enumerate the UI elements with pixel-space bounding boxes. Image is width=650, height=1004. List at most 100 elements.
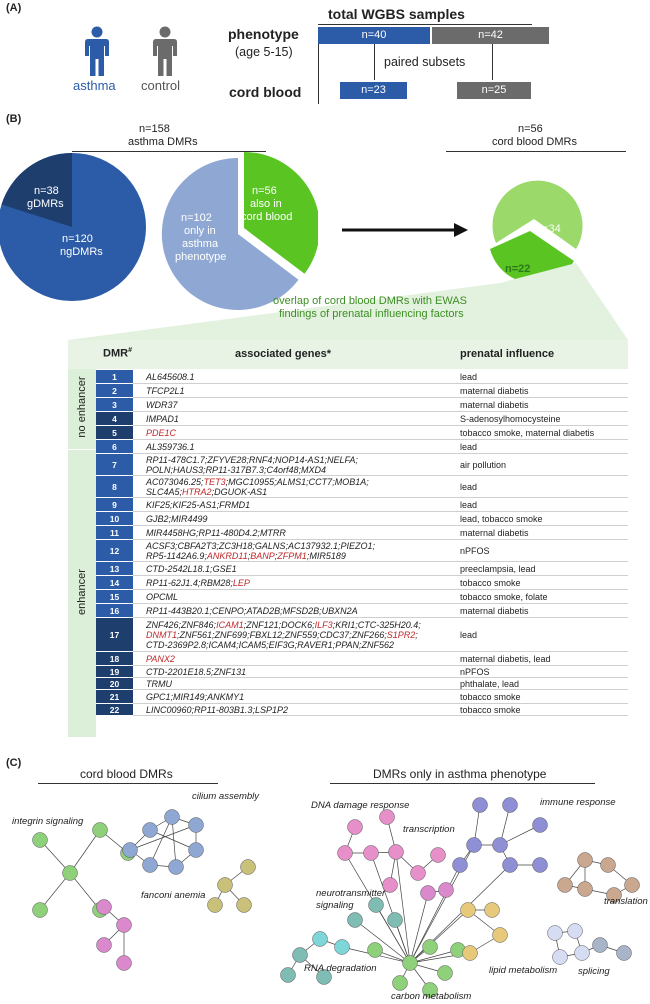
network-edge [149,816,173,866]
left-network-line [38,783,218,784]
dmr-number: 11 [96,526,133,539]
row-divider [133,575,628,576]
network-node [462,945,478,961]
cluster-immune-label: immune response [540,797,616,808]
network-node [280,967,296,983]
network-node [437,965,453,981]
dmr-genes: AC073046.25;TET3;MGC10955;ALMS1;CCT7;MOB… [146,476,461,498]
row-divider [133,439,628,440]
gene-line: GJB2;MIR4499 [146,513,208,524]
pie2-green-2: cord blood [241,211,292,223]
network-node [188,842,204,858]
pie1-ngdmr-sub: ngDMRs [60,246,103,258]
dmr-genes: RP11-443B20.1;CENPO;ATAD2B;MFSD2B;UBXN2A [146,604,461,618]
network-node [472,797,488,813]
network-node [116,917,132,933]
network-edge [39,872,71,911]
network-node [430,847,446,863]
gene-line: POLN;HAUS3;RP11-317B7.3;C4orf48;MXD4 [146,465,327,475]
dmr-genes: ZNF426;ZNF846;ICAM1;ZNF121;DOCK6;ILF3;KR… [146,618,461,652]
network-node [422,939,438,955]
network-node [142,822,158,838]
dmr-influence: lead, tobacco smoke [460,513,543,524]
cluster-signaling-label: signaling [316,900,354,911]
gene-line: PDE1C [146,427,177,438]
bracket-left-vertical [318,44,319,104]
dmr-number: 4 [96,412,133,425]
pie2-light-1: only in [184,225,216,237]
group-enhancer-bar [68,450,96,737]
bracket-line-control [492,44,493,80]
network-edge [69,829,101,874]
gene-line: RP11-478C1.7;ZFYVE28;RNF4;NOP14-AS1;NELF… [146,454,358,465]
left-title-line [72,151,266,152]
dmr-genes: MIR4458HG;RP11-480D4.2;MTRR [146,526,461,540]
pie2-cord-slice [244,152,318,274]
dmr-number: 20 [96,678,133,689]
dmr-number: 14 [96,576,133,589]
dmr-number: 15 [96,590,133,603]
dmr-genes: AL359736.1 [146,440,461,454]
asthma-label: asthma [73,78,116,93]
row-divider [133,539,628,540]
row-divider [133,715,628,716]
control-person-icon [153,26,177,76]
network-node [502,857,518,873]
gene-line: ACSF3;CBFA2T3;ZC3H18;GALNS;AC137932.1;PI… [146,540,376,551]
network-node [379,809,395,825]
dmr-influence: tobacco smoke, maternal diabetis [460,427,595,438]
pie-asthma-split: n=56 also in cord blood n=102 only in as… [161,152,318,310]
dmr-influence: maternal diabetis, lead [460,653,551,664]
network-node [567,923,583,939]
network-node [466,837,482,853]
network-node [32,902,48,918]
network-node [532,817,548,833]
cord-dmr-count: n=56 [518,123,543,135]
dmr-genes: IMPAD1 [146,412,461,426]
network-node [367,942,383,958]
network-node [600,857,616,873]
gene-line: TFCP2L1 [146,385,185,396]
gene-line: RP5-1142A6.9;ANKRD11;BANP;ZFPM1;MIR5189 [146,551,346,561]
dmr-influence: maternal diabetis [460,605,529,616]
table-header [68,340,628,369]
dmr-genes: TFCP2L1 [146,384,461,398]
network-node [502,797,518,813]
dmr-number: 21 [96,690,133,703]
network-node [168,859,184,875]
row-divider [133,677,628,678]
row-divider [133,475,628,476]
network-edge [395,851,411,964]
title-underline [318,24,532,25]
network-edge [354,919,411,964]
arrow-right-icon [342,223,468,237]
col-genes-header: associated genes* [235,348,331,360]
network-node [547,925,563,941]
network-node [236,897,252,913]
dmr-influence: S-adenosylhomocysteine [460,413,561,424]
bar-control-phenotype-label: n=42 [478,29,503,41]
pie2-green-n: n=56 [252,185,277,197]
network-node [577,881,593,897]
pie-asthma-dmrs: n=38 gDMRs n=120 ngDMRs [0,153,146,301]
network-node [96,899,112,915]
dmr-genes: CTD-2542L18.1;GSE1 [146,562,461,576]
gene-line: AL359736.1 [146,441,195,452]
cluster-lipid-label: lipid metabolism [489,965,558,976]
dmr-number: 18 [96,652,133,665]
bar-asthma-phenotype-label: n=40 [361,29,387,41]
network-edge [409,892,429,964]
network-node [422,982,438,998]
gene-line: IMPAD1 [146,413,179,424]
network-node [557,877,573,893]
gene-line: OPCML [146,591,179,602]
bar-asthma-cord-label: n=23 [361,84,386,96]
network-node [347,912,363,928]
gene-line: DNMT1;ZNF561;ZNF699;FBXL12;ZNF559;CDC37;… [146,629,418,640]
dmr-genes: OPCML [146,590,461,604]
dmr-genes: AL645608.1 [146,370,461,384]
dmr-genes: PDE1C [146,426,461,440]
cluster-splicing-label: splicing [578,966,610,977]
dmr-influence: nPFOS [460,545,490,556]
dmr-number: 17 [96,618,133,651]
